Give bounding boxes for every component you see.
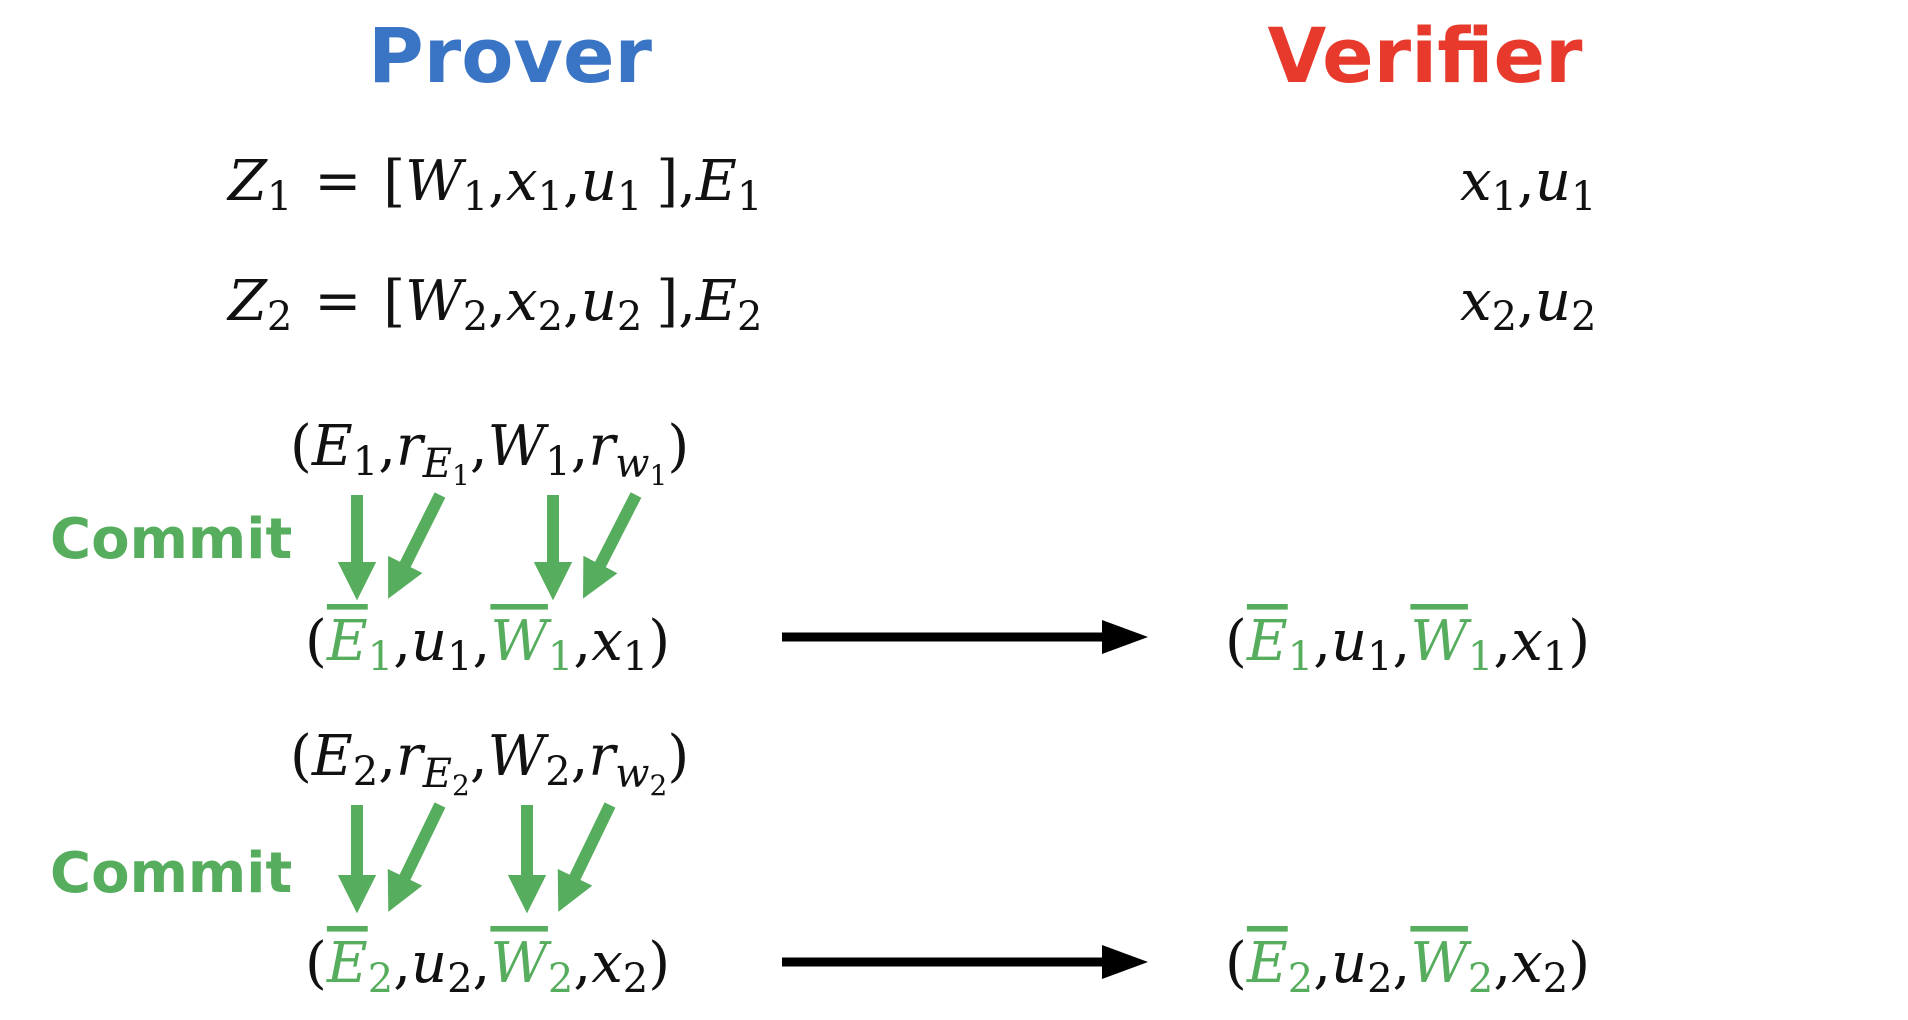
prover-instance-1: Z1=[W1,x1,u1],E1 <box>226 149 762 220</box>
commit-label-2: Commit <box>50 841 292 906</box>
commit-arrows-1 <box>337 492 642 601</box>
commit-arrow <box>388 492 446 599</box>
committed-instance-2-verifier: (E2,u2,W2,x2) <box>1225 931 1590 1002</box>
commit-input-1: (E1,rE1,W1,rw1) <box>290 414 689 492</box>
commit-arrow <box>387 802 446 912</box>
verifier-header: Verifier <box>1267 11 1583 100</box>
send-arrow-head <box>1102 945 1148 979</box>
committed-instance-2-prover: (E2,u2,W2,x2) <box>305 931 670 1002</box>
send-arrow-2 <box>782 945 1148 979</box>
committed-instance-1-prover: (E1,u1,W1,x1) <box>305 609 670 680</box>
commit-label-1: Commit <box>50 507 292 572</box>
verifier-instance-2: x2,u2 <box>1460 269 1596 340</box>
prover-header: Prover <box>368 11 652 100</box>
verifier-instance-1: x1,u1 <box>1460 149 1596 220</box>
prover-instance-2: Z2=[W2,x2,u2],E2 <box>226 269 762 340</box>
send-arrow-1 <box>782 620 1148 654</box>
committed-instance-1-verifier: (E1,u1,W1,x1) <box>1225 609 1590 680</box>
commit-arrow <box>557 802 616 912</box>
commit-arrows-2 <box>337 802 616 914</box>
commit-arrow <box>583 492 642 599</box>
commit-input-2: (E2,rE2,W2,rw2) <box>290 724 689 802</box>
send-arrow-head <box>1102 620 1148 654</box>
